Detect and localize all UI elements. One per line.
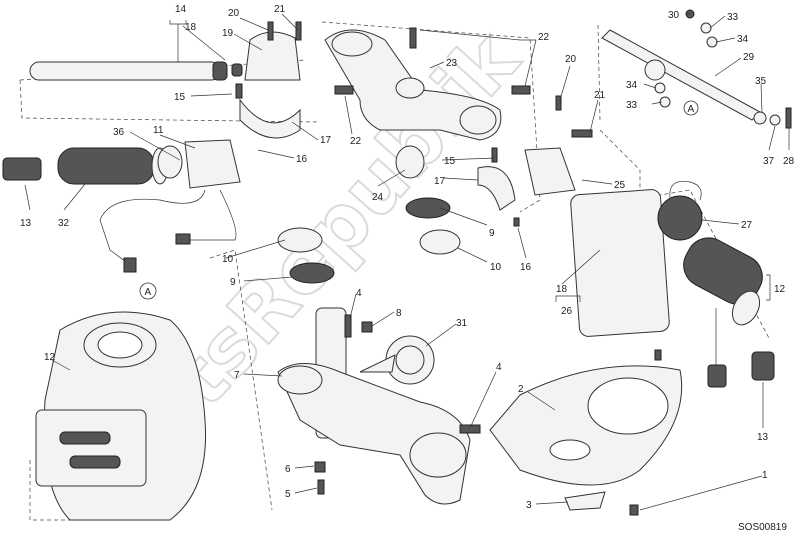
horn	[359, 335, 435, 385]
callout-34-mid: 34	[626, 80, 638, 91]
group-brackets	[169, 20, 771, 302]
callout-36: 36	[113, 127, 125, 138]
callout-29: 29	[743, 52, 755, 63]
reference-marker-label: A	[145, 287, 152, 298]
callout-12-left: 12	[44, 352, 56, 363]
callout-28: 28	[783, 156, 795, 167]
callout-15-left: 15	[174, 92, 186, 103]
callout-24: 24	[372, 192, 384, 203]
callout-1: 1	[762, 470, 768, 481]
callout-17-center: 17	[434, 176, 446, 187]
callout-4-lower: 4	[496, 362, 502, 373]
callout-34-top: 34	[737, 34, 749, 45]
callout-18-right: 18	[556, 284, 568, 295]
callout-22-left: 22	[350, 136, 362, 147]
handlebar-tube-left	[29, 61, 243, 81]
reference-marker-label: A	[688, 104, 695, 115]
steering-damper	[601, 9, 792, 129]
callout-9-center: 9	[489, 228, 495, 239]
callout-16-left: 16	[296, 154, 308, 165]
callout-8: 8	[396, 308, 402, 319]
callout-23: 23	[446, 58, 458, 69]
callout-18-left: 18	[185, 22, 197, 33]
fairing-bracket	[489, 349, 683, 516]
callout-20-right: 20	[565, 54, 577, 65]
callout-27: 27	[741, 220, 753, 231]
callout-16-center: 16	[520, 262, 532, 273]
callout-3: 3	[526, 500, 532, 511]
drawing-code: SOS00819	[738, 522, 787, 533]
steering-bearings-lower	[277, 227, 335, 284]
callout-21-left: 21	[274, 4, 286, 15]
grip-left	[2, 147, 169, 185]
callout-26: 26	[561, 306, 573, 317]
callout-7: 7	[234, 370, 240, 381]
callout-20-left: 20	[228, 8, 240, 19]
handlebar-clamp-right	[524, 95, 670, 337]
callout-5: 5	[285, 489, 291, 500]
switch-assembly-right	[657, 181, 703, 241]
callout-32: 32	[58, 218, 70, 229]
callout-13-right: 13	[757, 432, 769, 443]
callout-11: 11	[153, 125, 164, 136]
callout-33-top: 33	[727, 12, 739, 23]
callout-33-mid: 33	[626, 100, 638, 111]
switch-assembly-left	[99, 139, 241, 273]
callout-13-left: 13	[20, 218, 32, 229]
callout-labels: 14 18 20 19 21 15 17 16 36 11 13 32 23 2…	[20, 4, 795, 511]
upper-triple-clamp	[324, 27, 531, 141]
callout-6: 6	[285, 464, 291, 475]
grip-right	[683, 237, 775, 388]
callout-9-left: 9	[230, 277, 236, 288]
callout-14: 14	[175, 4, 187, 15]
callout-31: 31	[456, 318, 468, 329]
ring-nut-center	[477, 147, 520, 227]
callout-25: 25	[614, 180, 626, 191]
callout-17-left: 17	[320, 135, 332, 146]
callout-19: 19	[222, 28, 234, 39]
callout-15-center: 15	[444, 156, 456, 167]
steering-bearings-center	[395, 145, 461, 255]
callout-21-right: 21	[594, 90, 606, 101]
callout-10-left: 10	[222, 254, 234, 265]
callout-4-upper: 4	[356, 288, 362, 299]
callout-10-center: 10	[490, 262, 502, 273]
lower-triple-clamp	[277, 307, 481, 505]
callout-22-top: 22	[538, 32, 550, 43]
leader-lines	[24, 13, 790, 511]
callout-35: 35	[755, 76, 767, 87]
callout-37: 37	[763, 156, 775, 167]
handlebar-clamp-left	[235, 21, 302, 139]
callout-30: 30	[668, 10, 680, 21]
callout-2: 2	[518, 384, 524, 395]
frame-section	[35, 311, 207, 521]
callout-12-right: 12	[774, 284, 786, 295]
reference-marker-a: A A	[139, 100, 699, 300]
